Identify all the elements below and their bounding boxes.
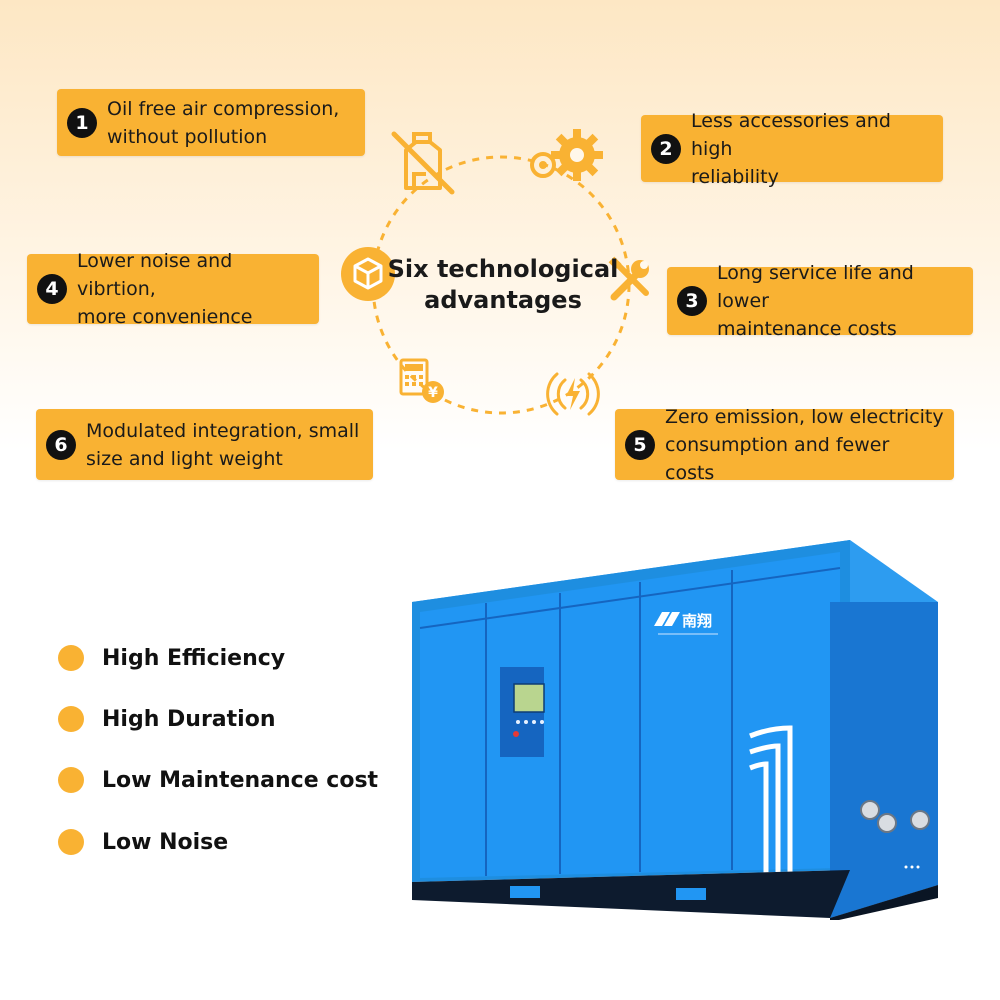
gears-icon (530, 129, 603, 181)
tools-icon (608, 256, 649, 301)
brand-name: 南翔 (682, 612, 712, 630)
svg-text:¥: ¥ (428, 385, 438, 401)
advantage-text: Modulated integration, small size and li… (86, 419, 360, 470)
advantage-4: 4 Lower noise and vibrtion, more conveni… (27, 250, 319, 328)
feature-low-maintenance: Low Maintenance cost (58, 767, 378, 793)
feature-label: High Duration (102, 706, 276, 732)
bullet-dot (58, 706, 84, 732)
feature-label: High Efficiency (102, 645, 286, 671)
advantage-text: Less accessories and high reliability (691, 109, 891, 188)
advantage-text: Long service life and lower maintenance … (717, 262, 914, 340)
feature-low-noise: Low Noise (58, 829, 228, 855)
advantage-5: 5 Zero emission, low electricity consump… (615, 406, 954, 484)
advantage-number: 6 (46, 429, 76, 460)
air-compressor-illustration: 南翔 (412, 540, 938, 920)
feature-high-efficiency: High Efficiency (58, 645, 285, 671)
advantage-3: 3 Long service life and lower maintenanc… (667, 262, 973, 340)
advantage-number: 2 (651, 133, 681, 164)
electricity-wave-icon (546, 372, 600, 416)
advantage-text: Zero emission, low electricity consumpti… (665, 405, 944, 484)
bullet-dot (58, 829, 84, 855)
feature-high-duration: High Duration (58, 706, 275, 732)
advantage-text: Oil free air compression, without pollut… (107, 97, 340, 148)
feature-label: Low Maintenance cost (102, 767, 379, 793)
advantage-number: 5 (625, 429, 655, 460)
advantage-1: 1 Oil free air compression, without poll… (57, 89, 365, 156)
advantage-number: 4 (37, 274, 67, 304)
calculator-yen-icon: ¥ (399, 358, 444, 403)
no-oil-can-icon (391, 131, 455, 195)
advantage-text: Lower noise and vibrtion, more convenien… (77, 250, 253, 328)
bullet-dot (58, 767, 84, 793)
bullet-dot (58, 645, 84, 671)
advantage-6: 6 Modulated integration, small size and … (36, 409, 373, 480)
feature-label: Low Noise (102, 829, 229, 855)
advantage-number: 3 (677, 286, 707, 316)
center-title: Six technological advantages (387, 255, 619, 314)
box-icon (341, 247, 395, 301)
brand-logo: 南翔 (654, 612, 718, 635)
advantage-2: 2 Less accessories and high reliability (641, 110, 943, 188)
advantage-number: 1 (67, 107, 97, 138)
